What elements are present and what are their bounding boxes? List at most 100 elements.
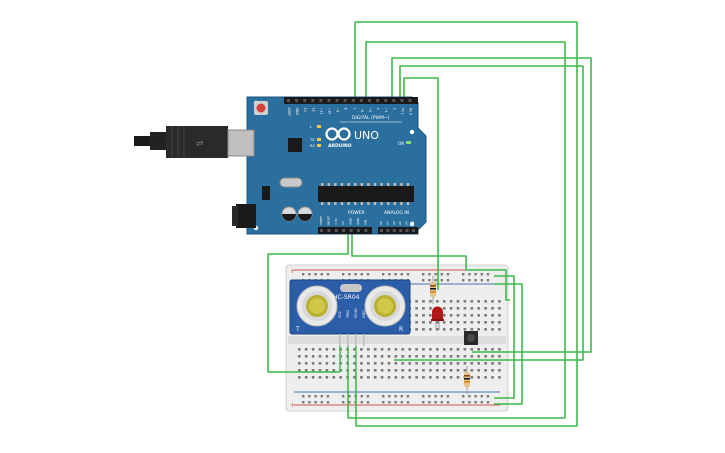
hole[interactable] [401,355,405,358]
hole[interactable] [394,355,398,358]
hole[interactable] [380,362,384,365]
hole[interactable] [332,369,336,372]
wire-pin-a[interactable] [354,21,578,427]
hole[interactable] [422,328,425,331]
hole[interactable] [353,348,356,351]
hole[interactable] [325,376,329,379]
hole[interactable] [373,376,377,379]
hole[interactable] [491,376,494,379]
hole[interactable] [456,369,460,372]
hole[interactable] [304,348,308,351]
hole[interactable] [360,348,363,351]
hole[interactable] [408,369,411,372]
hole[interactable] [498,307,501,310]
hole[interactable] [449,355,453,358]
hole[interactable] [463,307,467,310]
rail-hole[interactable] [302,395,305,398]
rail-hole[interactable] [446,279,450,282]
rail-hole[interactable] [428,273,431,276]
hole[interactable] [353,362,356,365]
hole[interactable] [325,362,329,365]
rail-hole[interactable] [326,395,330,398]
rail-hole[interactable] [422,273,425,276]
hole[interactable] [380,369,384,372]
rail-hole[interactable] [320,273,323,276]
hole[interactable] [491,328,494,331]
rail-hole[interactable] [360,273,363,276]
hole[interactable] [401,362,405,365]
wire-pin-c[interactable] [391,57,592,353]
hole[interactable] [442,300,446,303]
hole[interactable] [298,362,301,365]
hole[interactable] [498,369,501,372]
hole[interactable] [498,362,501,365]
hole[interactable] [298,355,301,358]
red-led[interactable] [431,306,444,330]
hole[interactable] [449,300,453,303]
hole[interactable] [484,300,487,303]
hole[interactable] [318,369,322,372]
reset-button[interactable] [256,103,266,113]
hole[interactable] [373,348,377,351]
rail-hole[interactable] [302,273,305,276]
wire-gnd-rail[interactable] [351,232,510,301]
hole[interactable] [470,355,474,358]
wire-led[interactable] [403,77,439,290]
hole[interactable] [491,314,494,317]
hole[interactable] [325,355,329,358]
hole[interactable] [429,355,432,358]
rail-hole[interactable] [446,401,450,404]
header-pin[interactable] [303,99,307,102]
hole[interactable] [442,369,446,372]
rail-hole[interactable] [428,401,431,404]
rail-hole[interactable] [422,401,425,404]
hole[interactable] [456,321,460,324]
resistor-led[interactable] [430,276,436,304]
hole[interactable] [477,314,480,317]
rail-hole[interactable] [320,395,323,398]
hole[interactable] [470,300,474,303]
hole[interactable] [408,355,411,358]
hole[interactable] [394,376,398,379]
rail-hole[interactable] [394,395,397,398]
hole[interactable] [422,307,425,310]
hole[interactable] [387,376,391,379]
rail-hole[interactable] [434,401,437,404]
hole[interactable] [429,314,432,317]
rail-hole[interactable] [480,395,483,398]
rail-hole[interactable] [308,273,311,276]
wire-5v[interactable] [267,232,349,373]
hole[interactable] [470,307,474,310]
hole[interactable] [463,369,467,372]
rail-hole[interactable] [486,279,490,282]
rail-hole[interactable] [486,395,490,398]
push-button[interactable] [464,331,478,345]
hole[interactable] [311,369,315,372]
hole[interactable] [477,362,480,365]
hole[interactable] [408,376,411,379]
hole[interactable] [449,307,453,310]
hole[interactable] [339,355,342,358]
hole[interactable] [353,369,356,372]
hole[interactable] [436,355,439,358]
hole[interactable] [484,362,487,365]
hole[interactable] [408,348,411,351]
hole[interactable] [491,362,494,365]
header-pin[interactable] [392,229,396,232]
hole[interactable] [298,369,301,372]
push-button-cap[interactable] [467,334,475,342]
hole[interactable] [442,314,446,317]
header-pin[interactable] [386,229,390,232]
rail-hole[interactable] [440,279,443,282]
hole[interactable] [429,376,432,379]
hole[interactable] [380,376,384,379]
rail-hole[interactable] [462,401,465,404]
hole[interactable] [498,348,501,351]
rail-hole[interactable] [434,279,437,282]
hole[interactable] [491,369,494,372]
hole[interactable] [470,369,474,372]
hole[interactable] [408,362,411,365]
hole[interactable] [491,300,494,303]
hole[interactable] [401,369,405,372]
rail-hole[interactable] [480,273,483,276]
